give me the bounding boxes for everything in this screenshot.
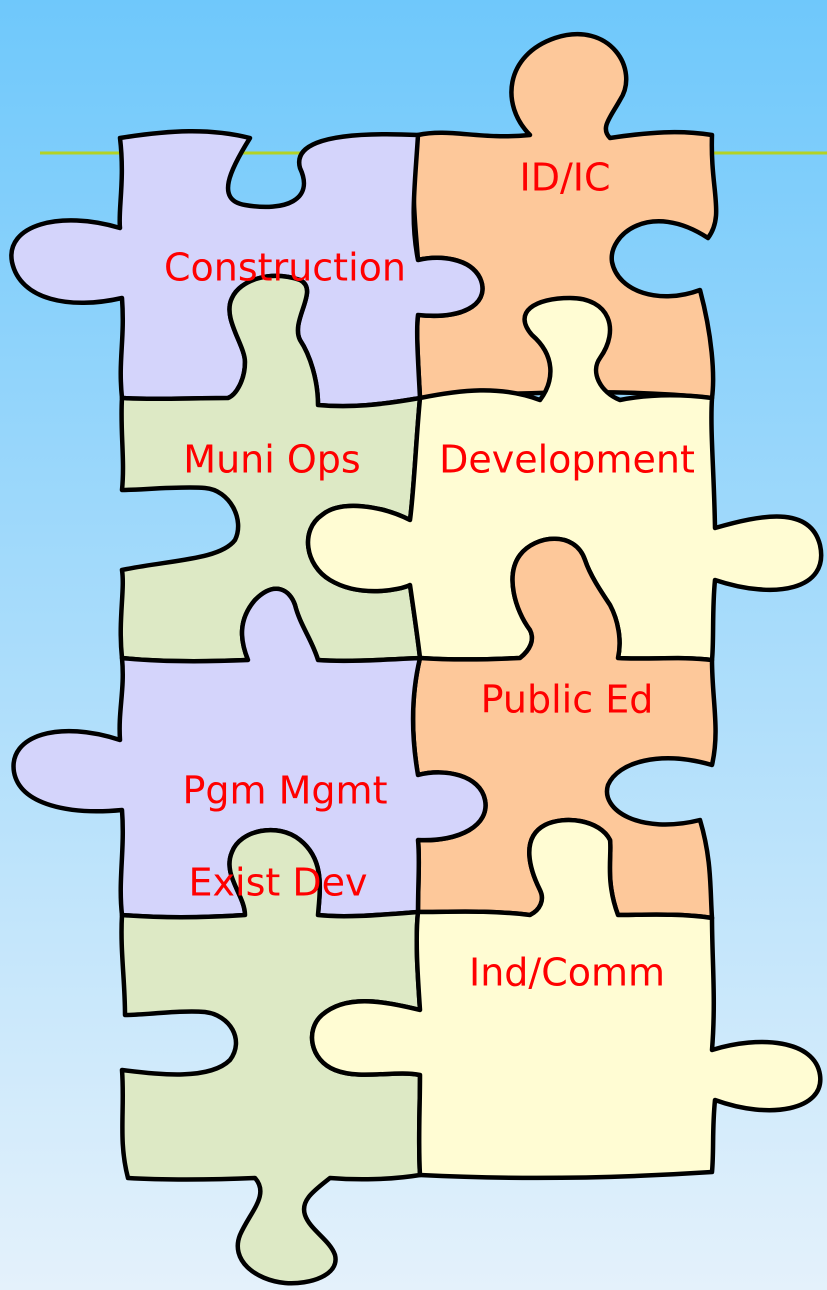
piece-label-ind-comm: Ind/Comm (469, 951, 665, 995)
piece-label-public-ed: Public Ed (481, 678, 654, 722)
piece-label-exist-dev: Exist Dev (189, 861, 368, 905)
piece-label-construction: Construction (164, 246, 406, 290)
piece-label-id-ic: ID/IC (519, 156, 610, 200)
piece-label-pgm-mgmt: Pgm Mgmt (183, 769, 388, 813)
puzzle-piece-ind-comm (309, 817, 823, 1181)
piece-label-muni-ops: Muni Ops (183, 438, 360, 482)
piece-label-development: Development (439, 438, 695, 482)
puzzle-piece-exist-dev (119, 827, 423, 1286)
